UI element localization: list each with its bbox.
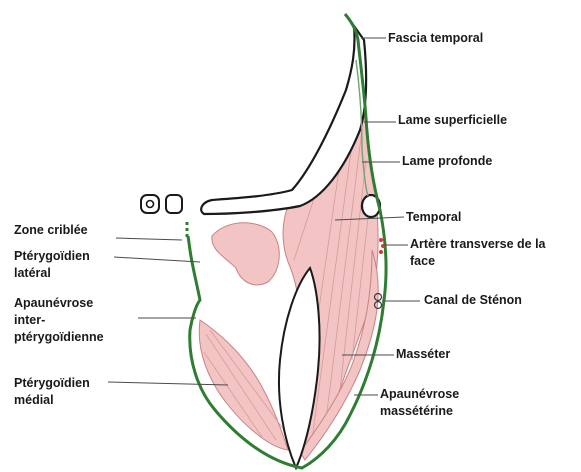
label-lame-profonde: Lame profonde <box>402 153 492 169</box>
label-apo-inter-line2: inter- <box>14 312 45 328</box>
label-pterygoidien-medial-line1: Ptérygoïdien <box>14 375 90 391</box>
label-temporal: Temporal <box>406 209 461 225</box>
label-lame-superficielle: Lame superficielle <box>398 112 507 128</box>
lateral-pterygoid-muscle <box>212 223 279 285</box>
label-masseter: Masséter <box>396 346 450 362</box>
foramina <box>141 195 182 213</box>
label-zone-criblee: Zone criblée <box>14 222 88 238</box>
label-artere-line2: face <box>410 253 435 269</box>
label-artere-line1: Artère transverse de la <box>410 236 546 252</box>
label-pterygoidien-lateral-line1: Ptérygoïdien <box>14 248 90 264</box>
label-apo-masseterine-line1: Apaunévrose <box>380 386 459 402</box>
label-apo-inter-line3: ptérygoïdienne <box>14 329 104 345</box>
label-apo-masseterine-line2: massétérine <box>380 403 453 419</box>
label-fascia-temporal: Fascia temporal <box>388 30 483 46</box>
label-canal-stenon: Canal de Sténon <box>424 292 522 308</box>
label-pterygoidien-lateral-line2: latéral <box>14 265 51 281</box>
label-apo-inter-line1: Apaunévrose <box>14 295 93 311</box>
label-pterygoidien-medial-line2: médial <box>14 392 54 408</box>
